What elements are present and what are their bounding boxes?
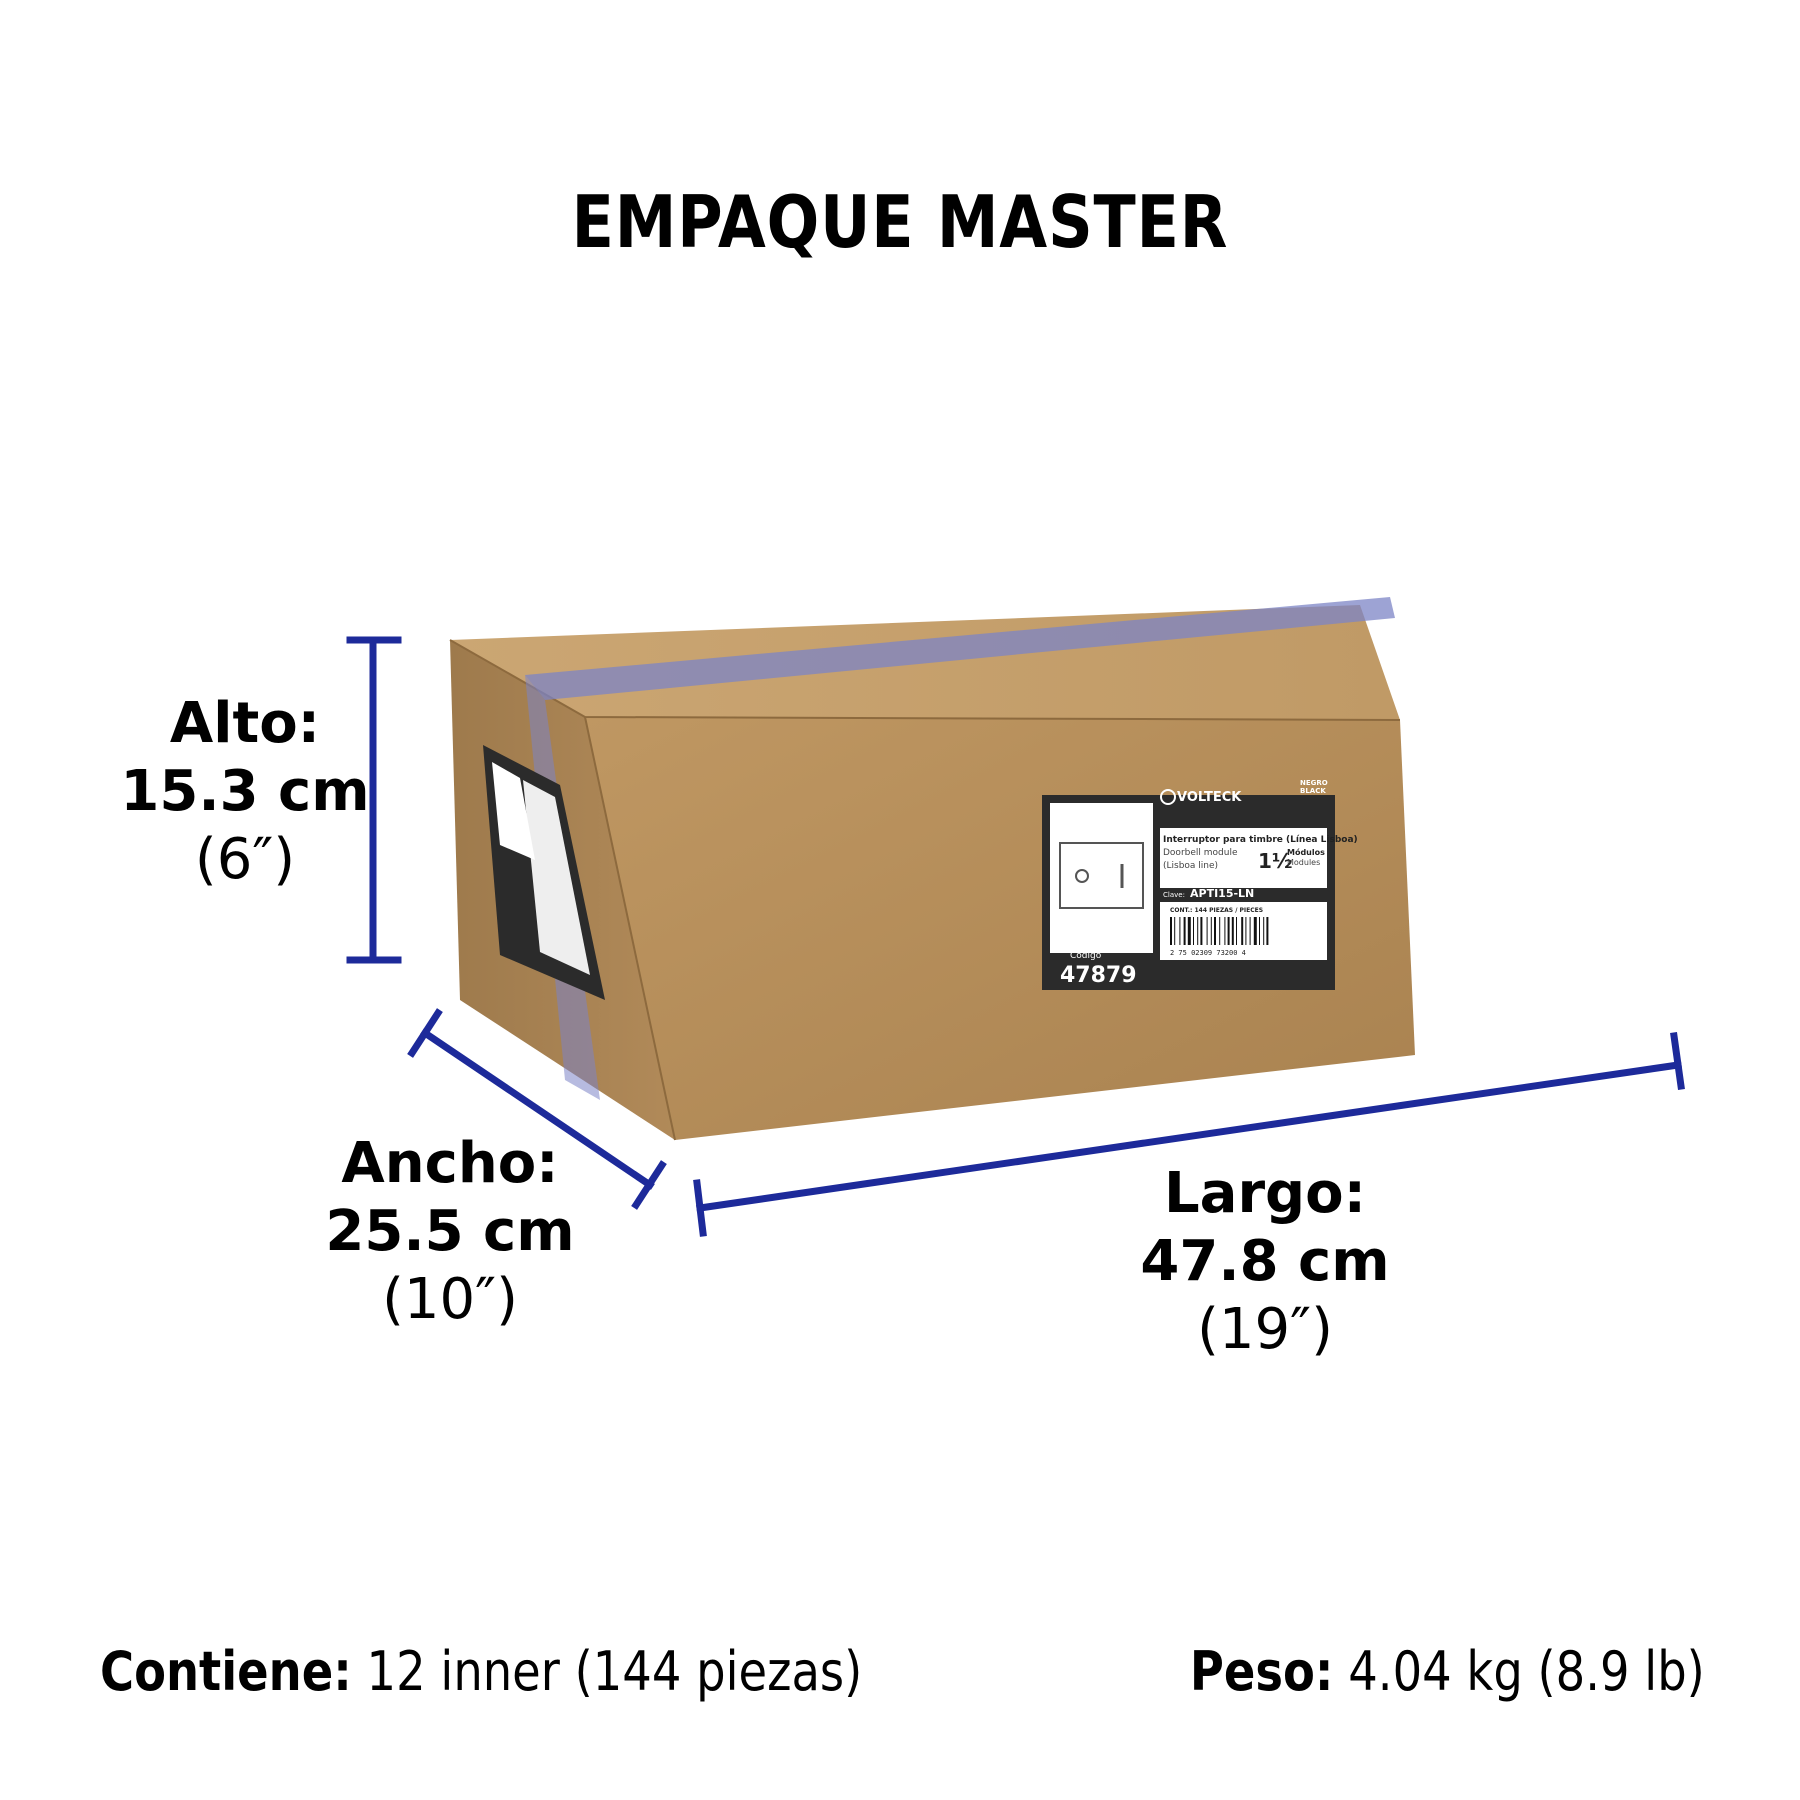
barcode-bar: [1245, 917, 1247, 945]
barcode-bar: [1214, 917, 1216, 945]
product-image-area: [1050, 803, 1153, 953]
contents-label: Contiene:: [100, 1640, 352, 1703]
packing-tape: [525, 597, 1395, 700]
length-value: 47.8 cm: [1140, 1229, 1390, 1294]
barcode-bar: [1183, 917, 1186, 945]
barcode-bar: [1219, 917, 1221, 945]
barcode-bar: [1174, 917, 1176, 945]
barcode-bar: [1253, 917, 1257, 945]
product-label: [1042, 795, 1335, 990]
barcode-bar: [1227, 917, 1230, 945]
label-contents: CONT.: 144 PIEZAS / PIECES: [1170, 907, 1263, 914]
width-dimension-line: [407, 1008, 667, 1210]
barcode-bar: [1236, 917, 1237, 945]
contents-value: 12 inner (144 piezas): [366, 1640, 863, 1703]
label-name-en: Doorbell module: [1163, 848, 1238, 858]
volteck-logo-icon: [1160, 789, 1176, 805]
label-modules-es: Módulos: [1287, 847, 1325, 857]
barcode-bar: [1210, 917, 1212, 945]
barcode-bar: [1241, 917, 1244, 945]
page-title: EMPAQUE MASTER: [571, 180, 1229, 264]
weight-info: Peso: 4.04 kg (8.9 lb): [1190, 1640, 1705, 1703]
label-modules-en: Modules: [1287, 858, 1320, 867]
barcode-bar: [1266, 917, 1269, 945]
barcode-bar: [1224, 917, 1226, 945]
contents-info: Contiene: 12 inner (144 piezas): [100, 1640, 862, 1703]
barcode-bar: [1259, 917, 1260, 945]
barcode-bar: [1197, 917, 1199, 945]
barcode-bar: [1249, 917, 1251, 945]
barcode-bar: [1263, 917, 1265, 945]
label-modules-number: 1½: [1258, 849, 1293, 873]
barcode-bar: [1206, 917, 1208, 945]
length-label: Largo:: [1163, 1161, 1367, 1226]
label-line-en: (Lisboa line): [1163, 861, 1218, 871]
label-codigo: Código: [1070, 950, 1102, 961]
barcode-bar: [1187, 917, 1191, 945]
weight-value: 4.04 kg (8.9 lb): [1348, 1640, 1705, 1703]
width-label: Ancho:: [341, 1131, 559, 1196]
height-label: Alto:: [169, 691, 321, 756]
barcode-bar: [1193, 917, 1194, 945]
width-value: 25.5 cm: [325, 1199, 575, 1264]
length-dimension: Largo: 47.8 cm (19″): [1130, 1160, 1400, 1364]
barcode-bar: [1231, 917, 1234, 945]
length-inches: (19″): [1197, 1297, 1333, 1362]
label-clave-value: APTI15-LN: [1190, 887, 1254, 900]
label-clave: Clave:: [1163, 891, 1185, 899]
height-inches: (6″): [194, 827, 296, 892]
label-barcode-digits: 2 75 02309 73200 4: [1170, 949, 1246, 957]
label-color-en: BLACK: [1300, 787, 1326, 795]
height-dimension: Alto: 15.3 cm (6″): [120, 690, 370, 894]
label-codigo-value: 47879: [1060, 963, 1137, 988]
width-dimension: Ancho: 25.5 cm (10″): [320, 1130, 580, 1334]
barcode-bar: [1170, 917, 1172, 945]
barcode: [1170, 917, 1269, 945]
weight-label: Peso:: [1190, 1640, 1334, 1703]
barcode-bar: [1179, 917, 1181, 945]
barcode-bar: [1200, 917, 1203, 945]
width-inches: (10″): [382, 1267, 518, 1332]
label-color-es: NEGRO: [1300, 779, 1328, 787]
height-value: 15.3 cm: [120, 759, 370, 824]
height-dimension-line: [346, 636, 402, 964]
length-dimension-line: [693, 1032, 1685, 1237]
label-name-es: Interruptor para timbre (Línea Lisboa): [1163, 835, 1358, 845]
label-brand: VOLTECK: [1177, 790, 1242, 805]
